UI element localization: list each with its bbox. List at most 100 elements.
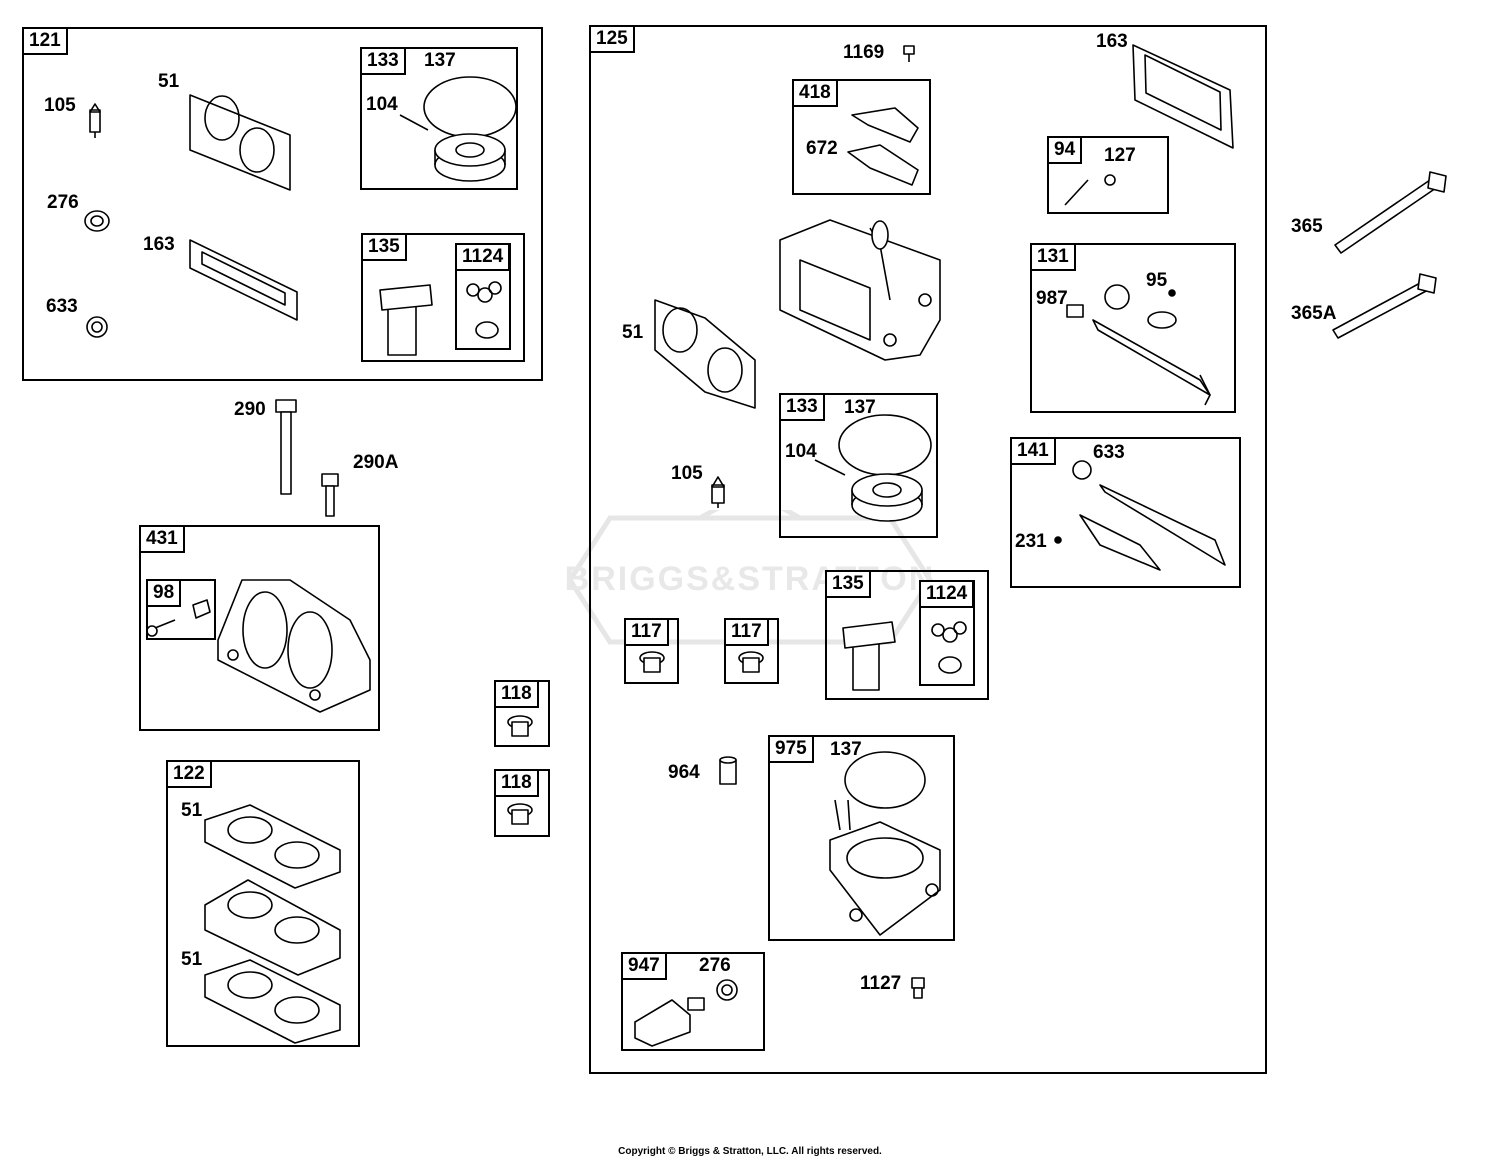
part-label-365A: 365A xyxy=(1291,303,1337,324)
group-box-133-left xyxy=(360,47,518,190)
part-label-127: 127 xyxy=(1104,145,1136,166)
part-label-51-upper: 51 xyxy=(181,800,203,821)
group-tag-117-left: 117 xyxy=(624,618,669,646)
plug-118-lower xyxy=(507,803,533,825)
pin-104-left xyxy=(399,114,429,131)
washer-276-left xyxy=(84,210,110,232)
part-label-276-right: 276 xyxy=(699,955,731,976)
plug-117-right xyxy=(738,651,764,673)
needle-valve-105-left xyxy=(89,103,101,138)
part-label-51-left: 51 xyxy=(158,71,180,92)
part-label-137-bowl: 137 xyxy=(830,739,862,760)
bolt-290 xyxy=(275,399,297,495)
screw-spring-98 xyxy=(146,599,211,637)
gasket-163-right xyxy=(1132,44,1234,149)
group-tag-98: 98 xyxy=(146,579,182,607)
part-label-633-right: 633 xyxy=(1093,442,1125,463)
group-box-135-center xyxy=(825,570,989,700)
gasket-163-left xyxy=(189,239,298,321)
washer-276-right xyxy=(716,979,738,1001)
group-tag-947: 947 xyxy=(621,952,667,980)
plug-117-left xyxy=(639,651,665,673)
group-tag-125: 125 xyxy=(589,25,635,53)
intake-manifold-431 xyxy=(217,579,371,713)
gasket-51-left xyxy=(189,94,291,191)
screw-1169 xyxy=(903,45,915,62)
solenoid-135-left xyxy=(379,284,433,356)
group-box-122 xyxy=(166,760,360,1047)
choke-shaft-141 xyxy=(1054,460,1226,571)
carburetor-body xyxy=(779,219,941,361)
group-tag-133-center: 133 xyxy=(779,393,825,421)
part-label-105-left: 105 xyxy=(44,95,76,116)
part-label-365: 365 xyxy=(1291,216,1323,237)
group-tag-122: 122 xyxy=(166,760,212,788)
part-label-104-left: 104 xyxy=(366,94,398,115)
bolt-365 xyxy=(1334,171,1447,254)
part-label-137-left: 137 xyxy=(424,50,456,71)
group-box-947 xyxy=(621,952,765,1051)
gasket-672 xyxy=(847,144,919,186)
group-box-125 xyxy=(589,25,1267,1074)
group-tag-94: 94 xyxy=(1047,136,1083,164)
part-label-276-left: 276 xyxy=(47,192,79,213)
group-tag-135-center: 135 xyxy=(825,570,871,598)
part-label-51-lower: 51 xyxy=(181,949,203,970)
watermark-text: BRIGGS&STRATTON xyxy=(564,560,936,598)
part-label-163-right: 163 xyxy=(1096,31,1128,52)
float-133-center xyxy=(851,473,923,522)
o-ring-137-bowl xyxy=(844,751,926,809)
seal-kit-1124-center xyxy=(931,621,967,674)
group-tag-117-right: 117 xyxy=(724,618,769,646)
group-box-975 xyxy=(768,735,955,941)
throttle-shaft-131 xyxy=(1066,284,1211,406)
group-tag-418: 418 xyxy=(792,79,838,107)
group-box-135-left xyxy=(361,233,525,362)
group-tag-118-upper: 118 xyxy=(494,680,539,708)
group-box-133-center xyxy=(779,393,938,538)
pin-104-center xyxy=(814,459,846,476)
screw-1127 xyxy=(911,977,925,999)
part-label-163-left: 163 xyxy=(143,234,175,255)
part-label-290A: 290A xyxy=(353,452,399,473)
part-label-51-center: 51 xyxy=(622,322,644,343)
copyright-notice: Copyright © Briggs & Stratton, LLC. All … xyxy=(618,1146,882,1157)
part-label-1169: 1169 xyxy=(843,42,885,63)
part-label-964: 964 xyxy=(668,762,700,783)
group-tag-131: 131 xyxy=(1030,243,1076,271)
gasket-51-center xyxy=(654,299,756,409)
group-box-431 xyxy=(139,525,380,731)
group-tag-121: 121 xyxy=(22,27,68,55)
solenoid-947 xyxy=(634,997,705,1047)
group-tag-133-left: 133 xyxy=(360,47,406,75)
group-box-121 xyxy=(22,27,543,381)
group-tag-431: 431 xyxy=(139,525,185,553)
group-box-418 xyxy=(792,79,931,195)
plate-418 xyxy=(851,107,919,143)
part-label-633-left: 633 xyxy=(46,296,78,317)
plug-118-upper xyxy=(507,715,533,737)
group-box-141 xyxy=(1010,437,1241,588)
part-label-104-center: 104 xyxy=(785,441,817,462)
group-tag-141: 141 xyxy=(1010,437,1056,465)
part-label-231: 231 xyxy=(1015,531,1047,552)
group-box-94 xyxy=(1047,136,1169,214)
part-label-95: 95 xyxy=(1146,270,1168,291)
solenoid-135-center xyxy=(842,621,896,691)
group-tag-1124-center: 1124 xyxy=(919,580,975,608)
screw-94-127 xyxy=(1064,174,1116,206)
part-label-290: 290 xyxy=(234,399,266,420)
part-label-1127: 1127 xyxy=(860,973,902,994)
part-label-987: 987 xyxy=(1036,288,1068,309)
group-tag-135-left: 135 xyxy=(361,233,407,261)
spacer-122 xyxy=(204,879,341,976)
needle-valve-105-center xyxy=(711,476,725,508)
part-label-137-center: 137 xyxy=(844,397,876,418)
gasket-51-upper-122 xyxy=(204,804,341,889)
tube-964 xyxy=(719,756,737,785)
float-133-left xyxy=(434,133,506,182)
gasket-51-lower-122 xyxy=(204,959,341,1044)
bolt-290A xyxy=(321,473,339,517)
washer-633-left xyxy=(86,316,108,338)
